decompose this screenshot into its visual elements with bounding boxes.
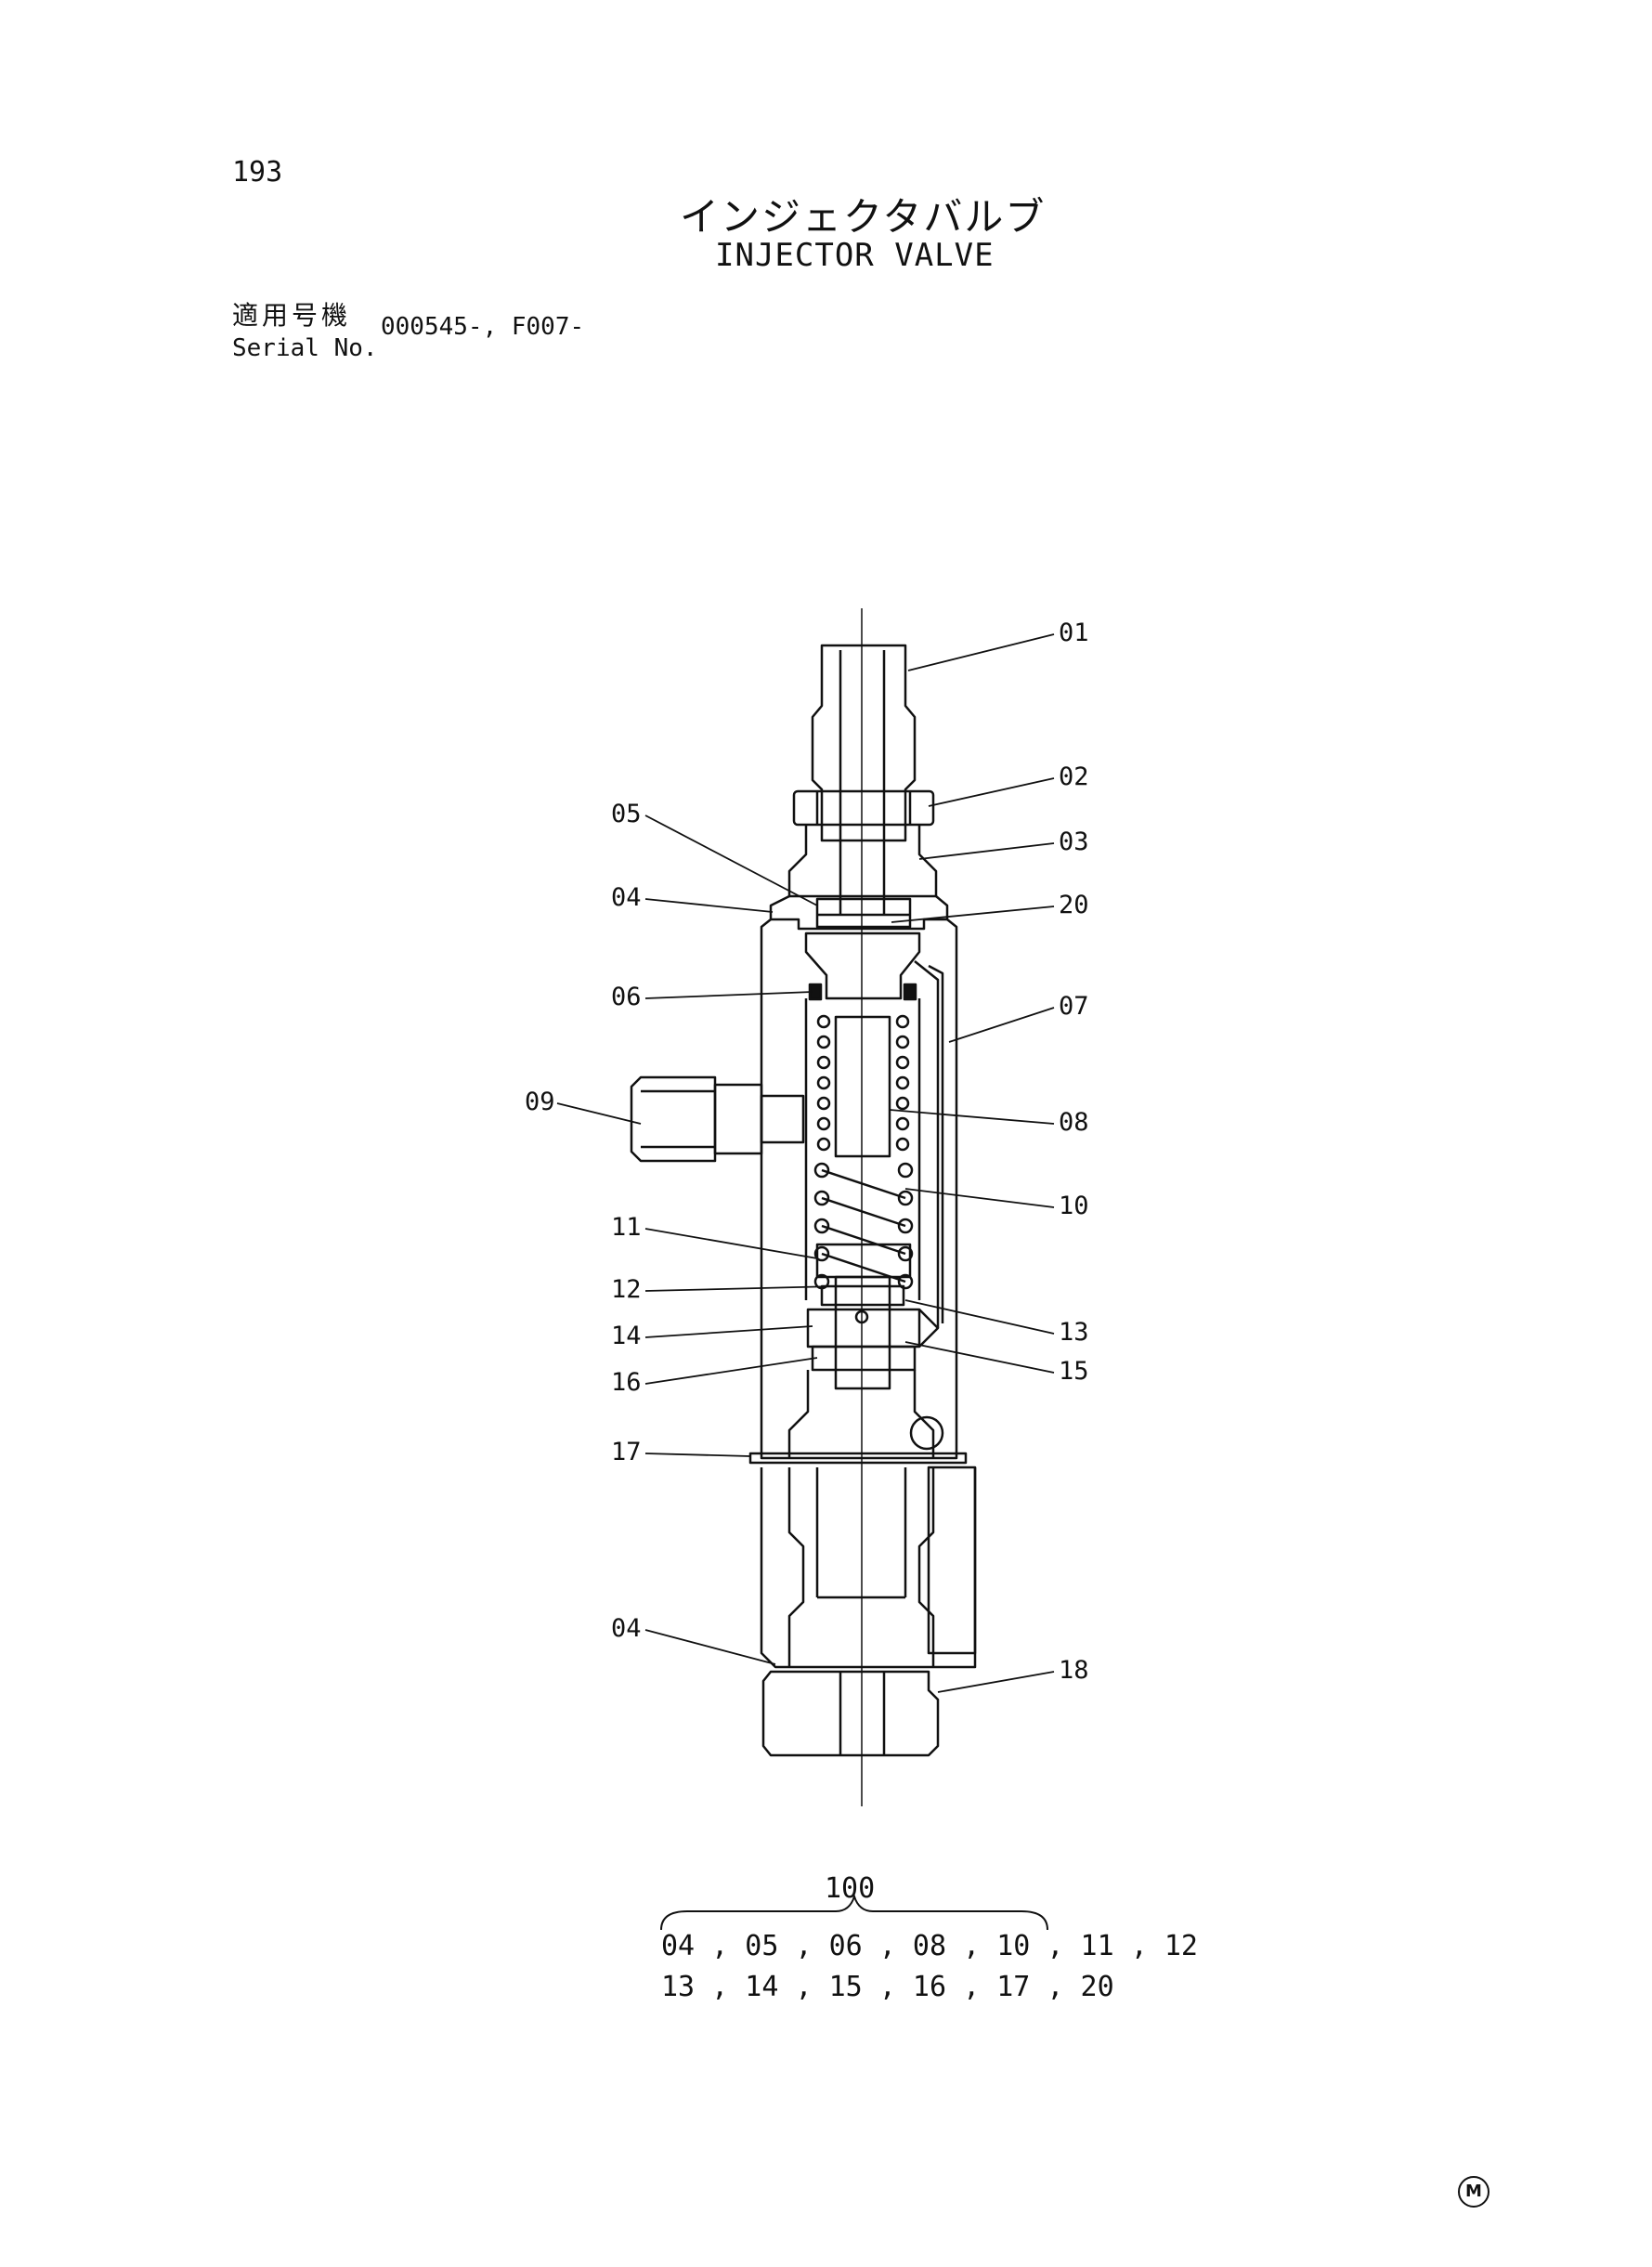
- check-ball: [909, 1415, 944, 1451]
- leader-12: [644, 1285, 837, 1292]
- orifice: [854, 1309, 869, 1324]
- leader-04-top: [644, 898, 774, 913]
- leader-07: [948, 1007, 1055, 1043]
- title-english: INJECTOR VALVE: [715, 237, 995, 274]
- part-16-ring: [811, 1345, 917, 1372]
- page-number: 193: [232, 156, 283, 189]
- callout-04-top: 04: [611, 883, 642, 912]
- leader-16: [644, 1357, 818, 1385]
- callout-14: 14: [611, 1322, 642, 1350]
- serial-label-english: Serial No.: [232, 334, 378, 362]
- kit-number: 100: [825, 1872, 876, 1905]
- callout-13: 13: [1059, 1318, 1089, 1347]
- leader-08: [889, 1109, 1055, 1125]
- callout-15: 15: [1059, 1357, 1089, 1386]
- title-japanese: インジェクタバルブ: [680, 194, 1047, 240]
- part-13-ring: [820, 1284, 905, 1307]
- part-02-nut: [792, 789, 935, 827]
- leader-18: [937, 1671, 1055, 1693]
- part-09-side-fitting: [630, 1075, 805, 1163]
- leader-04-bottom: [644, 1629, 776, 1665]
- part-17-gasket: [748, 1452, 968, 1465]
- leader-09: [556, 1102, 642, 1125]
- part-14-seat-block: [806, 1308, 921, 1348]
- part-08-pin: [834, 1015, 891, 1158]
- leader-01: [907, 633, 1055, 671]
- leader-17: [644, 1453, 751, 1457]
- callout-01: 01: [1059, 619, 1089, 647]
- callout-08: 08: [1059, 1108, 1089, 1137]
- callout-04-bottom: 04: [611, 1614, 642, 1643]
- callout-18: 18: [1059, 1656, 1089, 1685]
- callout-06: 06: [611, 983, 642, 1011]
- lower-housing: [760, 1467, 977, 1669]
- callout-20: 20: [1059, 891, 1089, 919]
- serial-value: 000545-, F007-: [381, 313, 585, 341]
- part-12-stem: [834, 1275, 891, 1390]
- part-11-seat: [815, 1243, 912, 1279]
- callout-05: 05: [611, 800, 642, 828]
- part-01-fitting: [811, 644, 917, 842]
- kit-parts-line-2: 13 , 14 , 15 , 16 , 17 , 20: [661, 1971, 1114, 2003]
- kit-brace: [660, 1893, 1048, 1931]
- leader-10: [904, 1188, 1055, 1208]
- leader-11: [644, 1228, 818, 1259]
- leader-03: [918, 842, 1055, 860]
- leader-20: [891, 905, 1055, 923]
- leader-05: [644, 814, 818, 906]
- serial-label-japanese: 適用号機: [232, 300, 352, 331]
- part-10-spring: [813, 1162, 914, 1290]
- leader-06: [644, 991, 813, 999]
- callout-17: 17: [611, 1438, 642, 1466]
- poppet-head: [804, 932, 921, 1000]
- leader-02: [928, 777, 1055, 807]
- callout-16: 16: [611, 1368, 642, 1397]
- maker-mark-icon: M: [1458, 2176, 1489, 2208]
- callout-10: 10: [1059, 1192, 1089, 1220]
- part-08-small-spring: [816, 1014, 910, 1152]
- leader-15: [904, 1341, 1055, 1374]
- callout-11: 11: [611, 1213, 642, 1242]
- callout-07: 07: [1059, 992, 1089, 1021]
- leader-14: [644, 1325, 813, 1338]
- part-07-housing: [760, 894, 958, 1460]
- callout-02: 02: [1059, 762, 1089, 791]
- callout-03: 03: [1059, 827, 1089, 856]
- kit-parts-line-1: 04 , 05 , 06 , 08 , 10 , 11 , 12: [661, 1930, 1198, 1962]
- part-03-adapter: [787, 825, 938, 898]
- part-06-oring-right: [903, 983, 917, 1001]
- part-18-plug: [761, 1670, 940, 1757]
- callout-09: 09: [525, 1088, 555, 1116]
- leader-13: [904, 1299, 1055, 1335]
- callout-12: 12: [611, 1275, 642, 1304]
- part-05-washer: [815, 897, 912, 929]
